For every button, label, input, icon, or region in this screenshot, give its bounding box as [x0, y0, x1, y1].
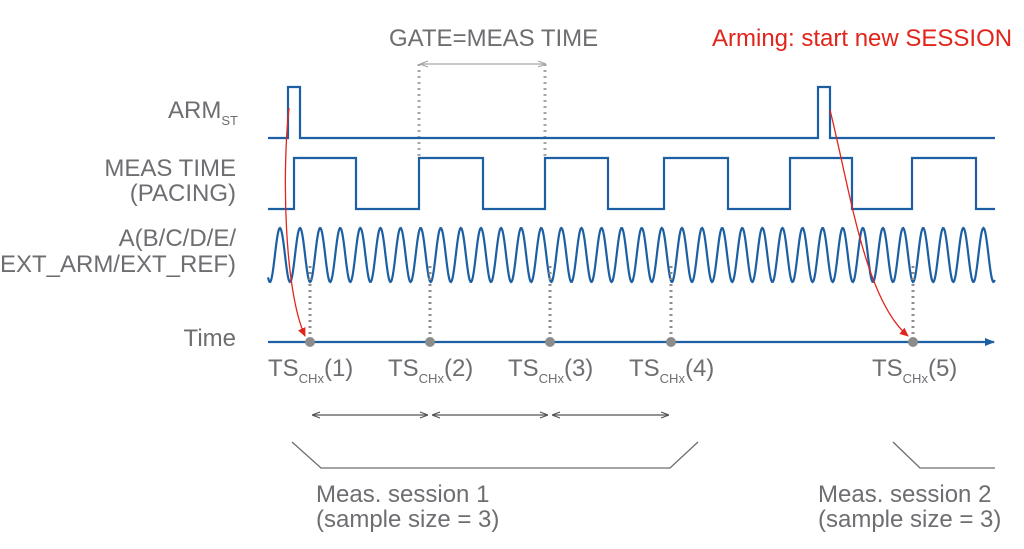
ts1-label: TSCHx(1) — [268, 355, 353, 386]
ts4-label: TSCHx(4) — [629, 355, 714, 386]
gate-label: GATE=MEAS TIME — [389, 25, 598, 52]
ts1-marker — [305, 337, 315, 347]
ts4-marker — [666, 337, 676, 347]
meas-time-label: MEAS TIME — [104, 155, 236, 182]
session-1-sample-size: (sample size = 3) — [316, 506, 499, 533]
arming-note: Arming: start new SESSION — [712, 25, 1012, 52]
arm-label: ARMST — [168, 97, 238, 128]
input-sine-wave — [266, 226, 996, 284]
session-2-title: Meas. session 2 — [818, 481, 991, 508]
arm-signal-trace — [268, 85, 995, 140]
input-channels-label: A(B/C/D/E/ — [119, 225, 237, 252]
ts3-marker — [545, 337, 555, 347]
ts5-marker — [908, 337, 918, 347]
arming-arrow-2 — [829, 109, 909, 337]
session-1-title: Meas. session 1 — [316, 481, 489, 508]
ts2-marker — [425, 337, 435, 347]
ts2-label: TSCHx(2) — [388, 355, 473, 386]
arming-arrow-1 — [284, 107, 306, 337]
ts3-label: TSCHx(3) — [508, 355, 593, 386]
time-label: Time — [184, 325, 236, 352]
input-ext-label: EXT_ARM/EXT_REF) — [0, 251, 236, 278]
session-2-sample-size: (sample size = 3) — [818, 506, 1001, 533]
session-1-brace — [291, 441, 699, 469]
meas-time-signal-trace — [268, 156, 995, 211]
ts5-label: TSCHx(5) — [872, 355, 957, 386]
pacing-label: (PACING) — [130, 180, 236, 207]
session-2-brace — [892, 441, 995, 469]
